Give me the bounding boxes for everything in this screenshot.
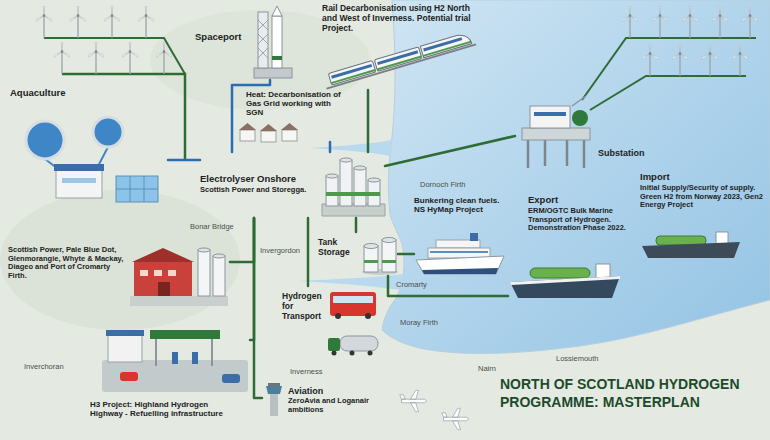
rail-node: Rail Decarbonisation using H2 North and …: [322, 4, 482, 90]
node-heading: Aquaculture: [10, 88, 100, 99]
import-ship: [642, 232, 740, 258]
aviation-node: AviationZeroAvia and Loganair ambitions: [262, 380, 390, 436]
distillery-node: Scottish Power, Pale Blue Dot, Glenmoran…: [8, 236, 230, 308]
node-heading: Tank Storage: [318, 238, 362, 258]
substation-platform: [522, 96, 590, 168]
node-heading: Aviation: [288, 386, 388, 396]
electrolyser-hub: Electrolyser OnshoreScottish Power and S…: [200, 152, 385, 218]
connector-line: [254, 218, 262, 398]
place-label: Cromarty: [396, 280, 427, 289]
dornoch-firth-water: [310, 140, 392, 156]
node-heading: Heat: Decarbonisation of Gas Grid workin…: [246, 90, 350, 118]
aquaculture-site: [26, 117, 158, 202]
connector-line: [385, 136, 515, 166]
place-label: Bonar Bridge: [190, 222, 234, 231]
place-label: Inverchoran: [24, 362, 64, 371]
transport-node: Hydrogen for Transport: [282, 286, 378, 364]
spaceport-tower: [254, 6, 292, 78]
import-node: ImportInitial Supply/Security of supply.…: [638, 172, 766, 262]
place-label: Lossiemouth: [556, 354, 599, 363]
connector-line: [367, 90, 370, 152]
substation-node: Substation: [515, 92, 650, 170]
land-shade: [0, 190, 240, 330]
aquaculture-node: Aquaculture: [8, 88, 168, 216]
place-label: Moray Firth: [400, 318, 438, 327]
node-heading: Spaceport: [195, 32, 249, 43]
connector-line: [168, 159, 200, 162]
node-heading: Export: [528, 195, 632, 206]
node-body: Scottish Power and Storegga.: [200, 186, 320, 195]
refuelling-station: [102, 330, 248, 392]
node-heading: Electrolyser Onshore: [200, 174, 320, 185]
node-heading: Import: [640, 172, 764, 183]
connector-line: [388, 276, 508, 296]
connector-line: [398, 253, 414, 256]
node-heading: Bunkering clean fuels. NS HyMap Project: [414, 196, 504, 214]
houses: [239, 123, 298, 142]
node-heading: Substation: [598, 148, 650, 158]
place-label: Inverness: [290, 367, 323, 376]
hydrogen-vehicles: [328, 292, 378, 356]
cruise-ship: [416, 233, 504, 274]
node-heading: Hydrogen for Transport: [282, 292, 328, 321]
sea: [382, 0, 770, 353]
storage-tanks: [362, 238, 398, 276]
bunkering-node: Bunkering clean fuels. NS HyMap Project: [414, 196, 504, 276]
aeroplane: [442, 408, 469, 429]
connector-line: [329, 142, 332, 152]
node-body: ERM/OGTC Bulk Marine Transport of Hydrog…: [528, 207, 632, 233]
node-heading: Scottish Power, Pale Blue Dot, Glenmoran…: [8, 246, 126, 281]
export-ship: [510, 264, 620, 298]
place-label: Nairn: [478, 364, 496, 373]
aeroplane: [400, 390, 427, 411]
connector-line: [355, 218, 358, 232]
offshore-wind-farm: [582, 6, 758, 110]
place-label: Invergordon: [260, 246, 300, 255]
place-label: Dornoch Firth: [420, 180, 465, 189]
node-body: ZeroAvia and Loganair ambitions: [288, 397, 388, 414]
distillery-buildings: [130, 248, 228, 306]
tank-storage-node: Tank Storage: [318, 232, 398, 276]
control-tower: [266, 383, 282, 416]
refuelling-node: H3 Project: Highland Hydrogen Highway - …: [90, 316, 250, 436]
spaceport-node: Spaceport: [195, 2, 300, 80]
connector-line: [307, 218, 310, 286]
heat-node: Heat: Decarbonisation of Gas Grid workin…: [236, 90, 350, 142]
diagram-title: NORTH OF SCOTLAND HYDROGEN PROGRAMME: MA…: [500, 376, 762, 411]
export-node: ExportERM/OGTC Bulk Marine Transport of …: [508, 195, 632, 300]
node-heading: Rail Decarbonisation using H2 North and …: [322, 4, 480, 33]
node-heading: H3 Project: Highland Hydrogen Highway - …: [90, 400, 240, 418]
node-body: Initial Supply/Security of supply. Green…: [640, 184, 764, 210]
hydrogen-train: [323, 31, 477, 89]
electrolyser-plant: [322, 158, 385, 216]
